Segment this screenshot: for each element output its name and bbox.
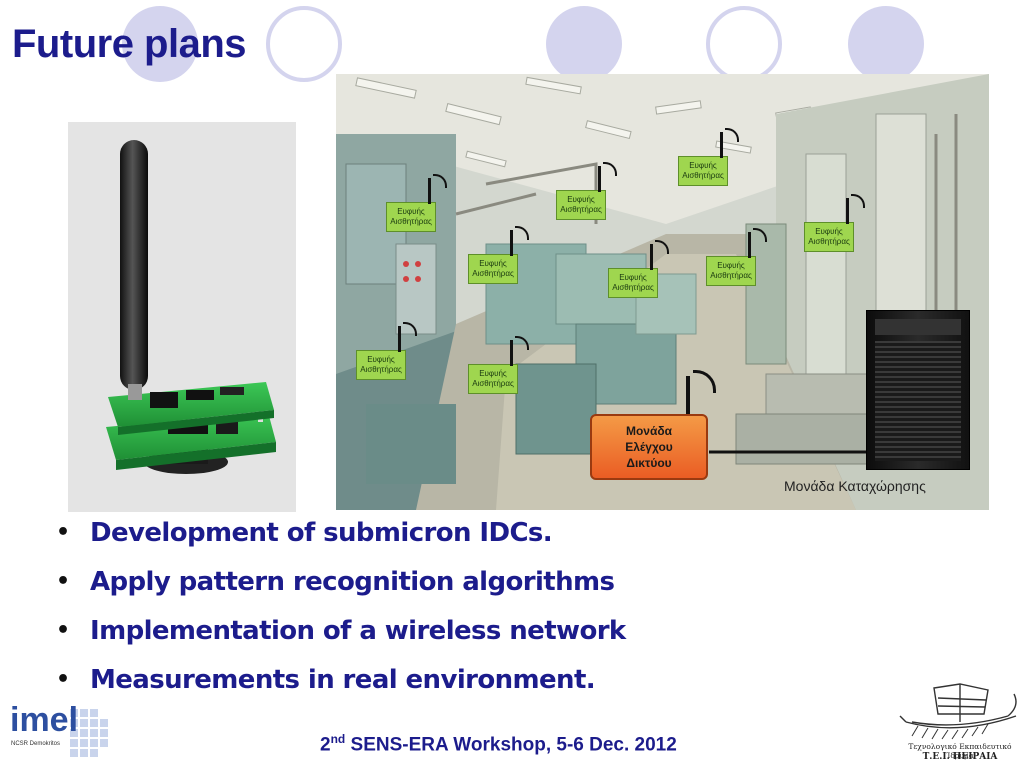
sensor-label-line1: Ευφυής <box>689 161 717 170</box>
bullet-item: • Development of submicron IDCs. <box>50 515 626 564</box>
bullet-marker: • <box>56 520 70 545</box>
imel-logo-graphic <box>8 703 112 765</box>
imel-logo-text: imel <box>10 701 79 739</box>
sensor-label-line2: Αισθητήρας <box>360 365 402 374</box>
wifi-icon <box>686 370 716 416</box>
sensor-box-7: Ευφυής Αισθητήρας <box>706 256 756 286</box>
sensor-label-line1: Ευφυής <box>479 259 507 268</box>
bullet-text: Apply pattern recognition algorithms <box>90 567 615 597</box>
sensor-label-line1: Ευφυής <box>567 195 595 204</box>
bullet-item: • Implementation of a wireless network <box>50 613 626 662</box>
wifi-icon <box>510 336 529 366</box>
bullet-text: Implementation of a wireless network <box>90 616 626 646</box>
sensor-label-line1: Ευφυής <box>479 369 507 378</box>
imel-logo: imel NCSR Demokritos <box>8 701 112 765</box>
sensor-label-line2: Αισθητήρας <box>710 271 752 280</box>
sensor-label-line1: Ευφυής <box>717 261 745 270</box>
connection-line <box>709 450 884 454</box>
sensor-label-line1: Ευφυής <box>367 355 395 364</box>
footer-ordinal: 2 <box>320 734 331 756</box>
bullet-list: • Development of submicron IDCs. • Apply p… <box>50 515 626 711</box>
sensor-label-line1: Ευφυής <box>397 207 425 216</box>
sensor-device-photo <box>68 122 296 512</box>
sensor-box-9: Ευφυής Αισθητήρας <box>468 364 518 394</box>
bullet-text: Development of submicron IDCs. <box>90 518 553 548</box>
footer-workshop: SENS-ERA Workshop, 5-6 Dec. 2012 <box>345 734 677 756</box>
sensor-label-line2: Αισθητήρας <box>560 205 602 214</box>
wifi-icon <box>510 226 529 256</box>
sensor-label-line1: Ευφυής <box>815 227 843 236</box>
wifi-icon <box>720 128 739 158</box>
bullet-item: • Apply pattern recognition algorithms <box>50 564 626 613</box>
sensor-label-line2: Αισθητήρας <box>472 379 514 388</box>
decor-circle-5 <box>848 6 924 82</box>
control-unit-line1: Μονάδα <box>625 424 673 438</box>
sensor-box-5: Ευφυής Αισθητήρας <box>804 222 854 252</box>
network-control-unit: Μονάδα Ελέγχου Δικτύου <box>590 414 708 480</box>
ancient-ship-icon <box>899 683 1017 740</box>
wifi-icon <box>598 162 617 192</box>
wifi-icon <box>846 194 865 224</box>
sensor-label-line1: Ευφυής <box>619 273 647 282</box>
tei-logo-line1: Τεχνολογικό Εκπαιδευτικό Ίδρυμα <box>908 742 1012 760</box>
decor-circle-2 <box>266 6 342 82</box>
sensor-label-line2: Αισθητήρας <box>472 269 514 278</box>
sensor-label-line2: Αισθητήρας <box>390 217 432 226</box>
footer-text: 2nd SENS-ERA Workshop, 5-6 Dec. 2012 <box>320 732 677 756</box>
sensor-label-line2: Αισθητήρας <box>612 283 654 292</box>
footer-ordinal-suffix: nd <box>330 732 346 746</box>
decor-circle-1 <box>122 6 198 82</box>
sensor-box-4: Ευφυής Αισθητήρας <box>678 156 728 186</box>
factory-network-diagram: Ευφυής Αισθητήρας Ευφυής Αισθητήρας Ευφυ… <box>336 74 989 510</box>
wifi-icon <box>748 228 767 258</box>
server-tower <box>866 310 970 470</box>
sensor-box-3: Ευφυής Αισθητήρας <box>556 190 606 220</box>
sensor-label-line2: Αισθητήρας <box>682 171 724 180</box>
wifi-icon <box>428 174 447 204</box>
bullet-text: Measurements in real environment. <box>90 665 596 695</box>
slide-title: Future plans <box>12 22 247 66</box>
decor-circle-4 <box>706 6 782 82</box>
sensor-box-1: Ευφυής Αισθητήρας <box>386 202 436 232</box>
decor-circle-3 <box>546 6 622 82</box>
sensor-label-line2: Αισθητήρας <box>808 237 850 246</box>
sensor-box-6: Ευφυής Αισθητήρας <box>608 268 658 298</box>
control-unit-line3: Δικτύου <box>626 456 672 470</box>
bullet-marker: • <box>56 667 70 692</box>
control-unit-line2: Ελέγχου <box>625 440 673 454</box>
bullet-item: • Measurements in real environment. <box>50 662 626 711</box>
tei-piraeus-logo: Τεχνολογικό Εκπαιδευτικό Ίδρυμα Τ.Ε.Ι. Π… <box>898 676 1022 766</box>
tei-logo-line2: Τ.Ε.Ι. ΠΕΙΡΑΙΑ <box>922 752 998 762</box>
imel-logo-subtext: NCSR Demokritos <box>11 741 61 747</box>
bullet-marker: • <box>56 618 70 643</box>
wifi-icon <box>398 322 417 352</box>
sensor-box-8: Ευφυής Αισθητήρας <box>356 350 406 380</box>
sensor-box-2: Ευφυής Αισθητήρας <box>468 254 518 284</box>
storage-unit-label: Μονάδα Καταχώρησης <box>784 478 926 494</box>
bullet-marker: • <box>56 569 70 594</box>
sensor-device-illustration <box>106 140 276 474</box>
wifi-icon <box>650 240 669 270</box>
